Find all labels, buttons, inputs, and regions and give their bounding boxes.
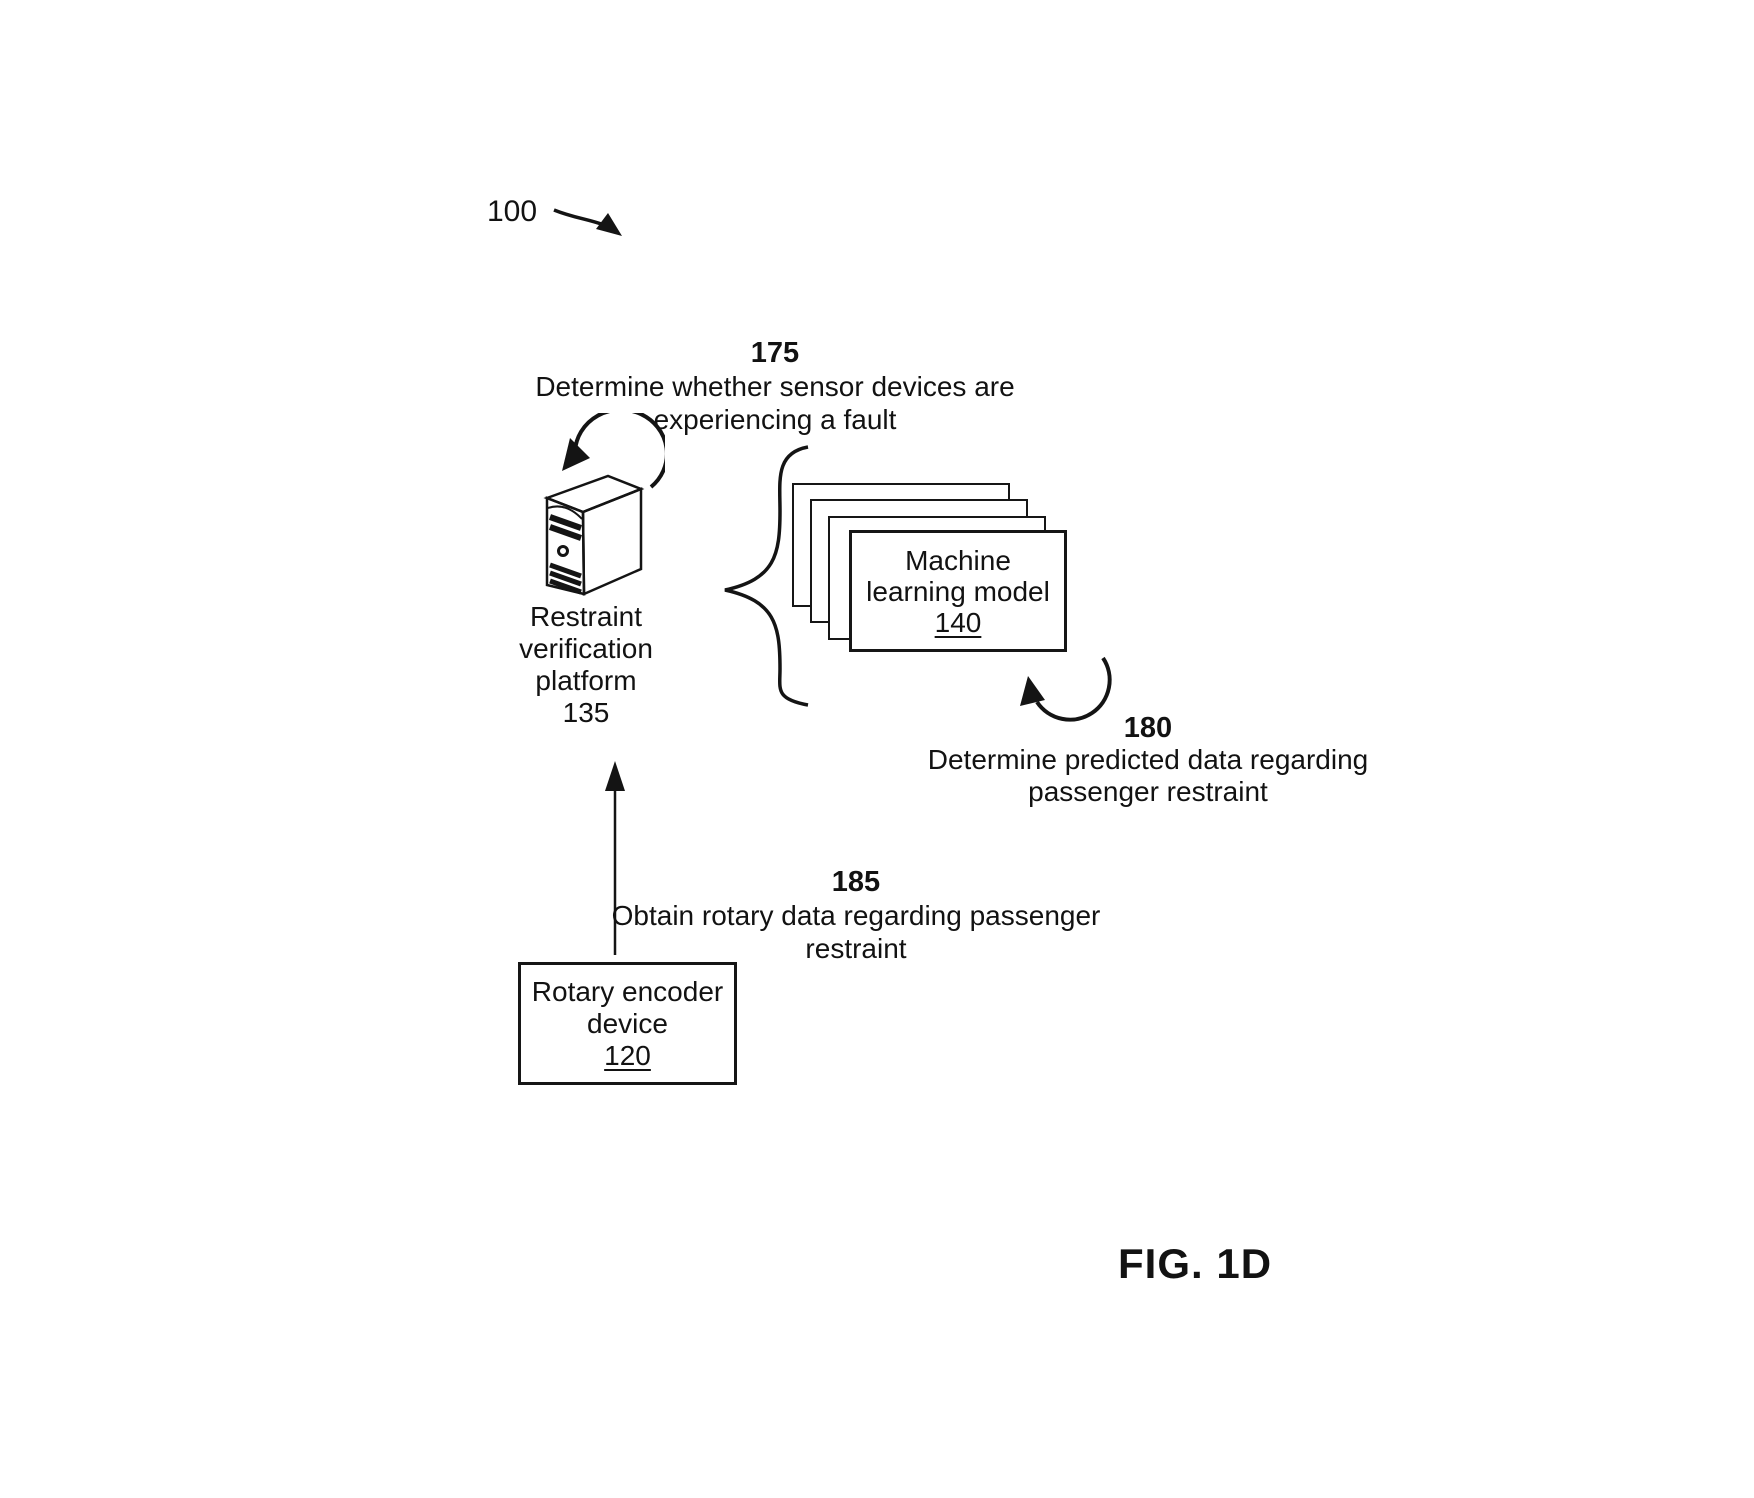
- rotary-encoder-box: Rotary encoder device 120: [518, 962, 737, 1085]
- callout-185-line1: Obtain rotary data regarding passenger: [611, 900, 1101, 931]
- callout-180-line1: Determine predicted data regarding: [927, 744, 1369, 775]
- platform-label: Restraint verification platform 135: [519, 601, 653, 729]
- ml-model-line2: learning model: [866, 575, 1050, 607]
- up-arrow: [605, 761, 625, 955]
- callout-180: 180 Determine predicted data regarding p…: [928, 712, 1368, 808]
- rotary-encoder-reference-number: 120: [604, 1039, 651, 1071]
- rotary-encoder-line1: Rotary encoder: [531, 975, 724, 1007]
- platform-label-line2: verification: [519, 633, 653, 664]
- callout-185-number: 185: [831, 866, 881, 898]
- callout-175-line2: experiencing a fault: [653, 404, 897, 435]
- platform-reference-number: 135: [562, 697, 610, 728]
- figure-reference-number: 100: [487, 195, 538, 228]
- callout-185-line2: restraint: [805, 933, 907, 964]
- ml-model-card: Machine learning model 140: [849, 530, 1067, 652]
- callout-180-number: 180: [1123, 712, 1173, 744]
- figure-caption: FIG. 1D: [1118, 1240, 1273, 1287]
- callout-180-line2: passenger restraint: [1028, 776, 1268, 807]
- rotary-encoder-line2: device: [587, 1007, 668, 1039]
- ml-model-reference-number: 140: [934, 606, 982, 638]
- platform-label-line3: platform: [535, 665, 637, 696]
- callout-175-number: 175: [750, 337, 800, 369]
- server-tower-icon: [543, 413, 665, 596]
- platform-label-line1: Restraint: [529, 601, 643, 632]
- ml-model-line1: Machine: [905, 544, 1011, 576]
- rotate-arrow-icon: [1020, 656, 1112, 722]
- curly-brace: [724, 445, 809, 707]
- curved-lead-arrow-icon: [553, 208, 622, 236]
- callout-175: 175 Determine whether sensor devices are…: [535, 337, 1014, 436]
- callout-175-line1: Determine whether sensor devices are: [535, 371, 1015, 402]
- callout-185: 185 Obtain rotary data regarding passeng…: [612, 866, 1101, 965]
